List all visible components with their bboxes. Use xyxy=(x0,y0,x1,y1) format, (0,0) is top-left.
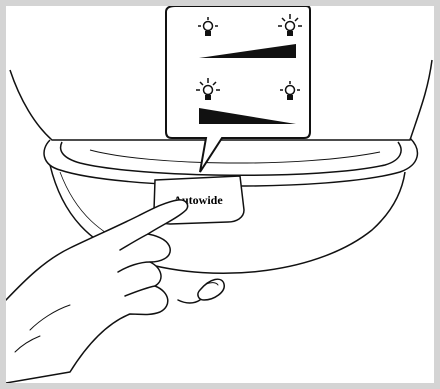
pointing-hand xyxy=(6,199,225,383)
illustration: Autowide xyxy=(6,6,433,383)
callout-bubble xyxy=(165,6,311,173)
bright-bulb-icon xyxy=(278,14,302,36)
device-base xyxy=(43,137,419,274)
brightness-decrease-ramp xyxy=(199,108,296,124)
dim-bulb-icon xyxy=(280,81,300,100)
device-body xyxy=(9,59,433,141)
brightness-increase-ramp xyxy=(199,44,296,58)
bright-bulb-icon xyxy=(196,78,220,100)
dim-bulb-icon xyxy=(198,17,218,36)
